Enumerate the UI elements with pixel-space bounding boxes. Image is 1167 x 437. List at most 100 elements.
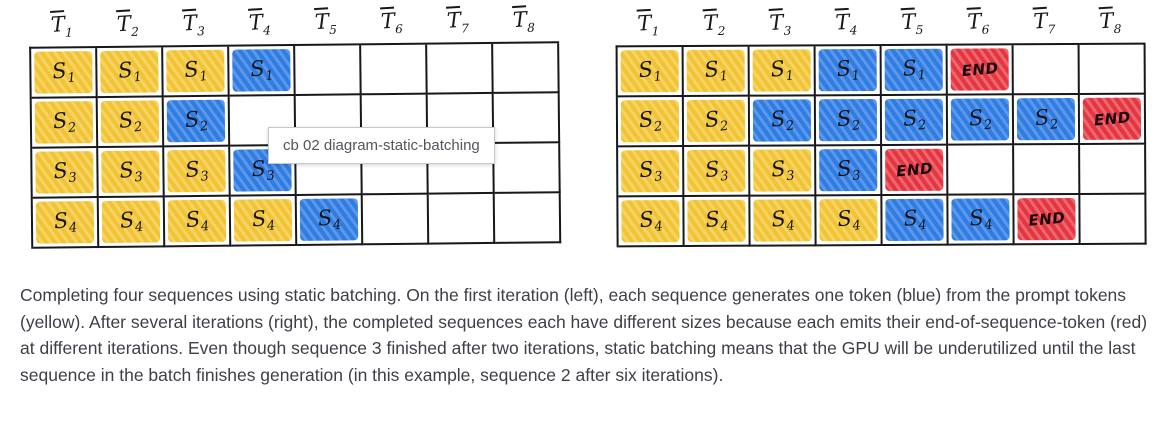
- right-cell-r4-t4-prompt: S4: [816, 195, 883, 247]
- right-token-prompt-fill: S4: [687, 199, 746, 243]
- right-cell-r1-t6-end: END: [947, 45, 1014, 96]
- left-token-prompt-fill: S4: [35, 201, 95, 244]
- left-token-prompt-fill: S2: [100, 100, 160, 144]
- left-cell-r1-t1-prompt: S1: [31, 48, 98, 99]
- left-column-header-t8: T8: [512, 7, 535, 35]
- left-cell-r4-t1-prompt: S4: [32, 198, 100, 249]
- sequence-label: S3: [117, 157, 144, 186]
- right-cell-r3-t1-prompt: S3: [618, 147, 685, 198]
- left-token-prompt-fill: S4: [167, 199, 227, 243]
- left-column-header-t3: T3: [182, 10, 205, 39]
- left-cell-r2-t1-prompt: S2: [31, 98, 99, 149]
- sequence-label: S4: [184, 206, 210, 235]
- right-cell-r2-t7-gen: S2: [1013, 94, 1081, 146]
- right-cell-r3-t3-prompt: S3: [750, 146, 817, 197]
- right-token-gen-fill: S2: [884, 98, 944, 141]
- sequence-label: S3: [183, 156, 210, 185]
- end-of-sequence-label: END: [1027, 208, 1066, 230]
- right-cell-r4-t3-prompt: S4: [750, 196, 817, 247]
- right-cell-r3-t2-prompt: S3: [684, 146, 751, 198]
- left-token-prompt-fill: S1: [34, 51, 93, 94]
- sequence-label: S1: [50, 58, 77, 87]
- right-cell-r2-t5-gen: S2: [881, 95, 949, 146]
- end-of-sequence-label: END: [895, 159, 934, 181]
- sequence-label: S1: [248, 55, 275, 84]
- right-cell-r1-t2-prompt: S1: [683, 46, 750, 98]
- sequence-label: S3: [637, 156, 664, 185]
- right-cell-r3-t7-empty: [1014, 144, 1081, 196]
- sequence-label: S1: [834, 55, 861, 84]
- sequence-label: S4: [703, 206, 730, 235]
- alt-text-tooltip: cb 02 diagram-static-batching: [268, 127, 495, 164]
- figure-caption: Completing four sequences using static b…: [20, 285, 1148, 385]
- left-cell-r4-t8-empty: [494, 193, 562, 244]
- sequence-label: S4: [835, 205, 862, 234]
- sequence-label: S1: [116, 57, 143, 86]
- left-column-header-t5: T5: [314, 9, 337, 37]
- right-token-prompt-fill: S4: [621, 200, 680, 243]
- right-token-end-fill: END: [1017, 197, 1076, 241]
- sequence-label: S1: [768, 56, 795, 85]
- right-column-header-t2: T2: [702, 10, 726, 39]
- right-cell-r2-t3-gen: S2: [749, 96, 817, 147]
- right-token-prompt-fill: S4: [819, 199, 878, 242]
- sequence-label: S1: [182, 56, 209, 85]
- sequence-label: S1: [702, 56, 729, 85]
- right-cell-r4-t1-prompt: S4: [618, 197, 685, 248]
- left-cell-r4-t5-gen: S4: [296, 195, 364, 246]
- left-token-prompt-fill: S4: [233, 199, 293, 242]
- end-of-sequence-label: END: [1092, 108, 1132, 130]
- sequence-label: S2: [835, 105, 861, 134]
- sequence-label: S2: [703, 106, 729, 135]
- right-token-prompt-fill: S3: [621, 150, 680, 193]
- sequence-label: S3: [769, 156, 796, 185]
- left-cell-r1-t7-empty: [427, 43, 494, 95]
- right-token-gen-fill: S3: [819, 149, 878, 192]
- right-token-gen-fill: S2: [818, 99, 878, 142]
- right-cell-r4-t7-end: END: [1014, 194, 1081, 246]
- right-token-gen-fill: S2: [950, 98, 1010, 141]
- left-token-prompt-fill: S1: [166, 49, 225, 93]
- right-cell-r3-t8-empty: [1080, 144, 1147, 195]
- right-token-gen-fill: S4: [951, 198, 1010, 241]
- left-token-prompt-fill: S1: [100, 50, 159, 94]
- sequence-label: S1: [900, 55, 927, 84]
- right-column-header-t6: T6: [966, 9, 990, 37]
- sequence-label: S4: [118, 207, 144, 236]
- left-token-prompt-fill: S3: [167, 149, 226, 193]
- right-column-header-t4: T4: [834, 9, 858, 38]
- right-token-gen-fill: S2: [752, 99, 812, 142]
- left-column-header-t2: T2: [116, 11, 139, 39]
- left-cell-r4-t2-prompt: S4: [98, 197, 166, 249]
- right-token-prompt-fill: S1: [686, 49, 745, 93]
- left-cell-r3-t2-prompt: S3: [98, 147, 165, 199]
- right-cell-r3-t5-end: END: [882, 145, 949, 196]
- left-column-header-t1: T1: [50, 12, 73, 40]
- left-token-gen-fill: S2: [166, 99, 226, 143]
- sequence-label: S4: [769, 206, 796, 235]
- right-token-end-fill: END: [1082, 97, 1142, 140]
- right-cell-r1-t8-empty: [1079, 44, 1146, 95]
- sequence-label: S4: [637, 206, 664, 235]
- sequence-label: S3: [51, 158, 78, 187]
- left-cell-r1-t5-empty: [295, 45, 362, 96]
- left-cell-r3-t1-prompt: S3: [32, 148, 99, 199]
- left-cell-r1-t6-empty: [361, 44, 428, 96]
- sequence-label: S4: [250, 205, 276, 234]
- left-column-header-t6: T6: [380, 8, 403, 37]
- right-column-header-t1: T1: [636, 10, 660, 39]
- right-token-prompt-fill: S2: [620, 100, 680, 143]
- right-column-header-t8: T8: [1098, 8, 1122, 36]
- left-token-gen-fill: S4: [299, 198, 359, 241]
- right-token-gen-fill: S1: [818, 49, 877, 92]
- right-cell-r1-t5-gen: S1: [881, 45, 948, 96]
- sequence-label: S2: [637, 106, 663, 135]
- sequence-label: S2: [967, 105, 993, 134]
- right-cell-r1-t7-empty: [1013, 44, 1080, 96]
